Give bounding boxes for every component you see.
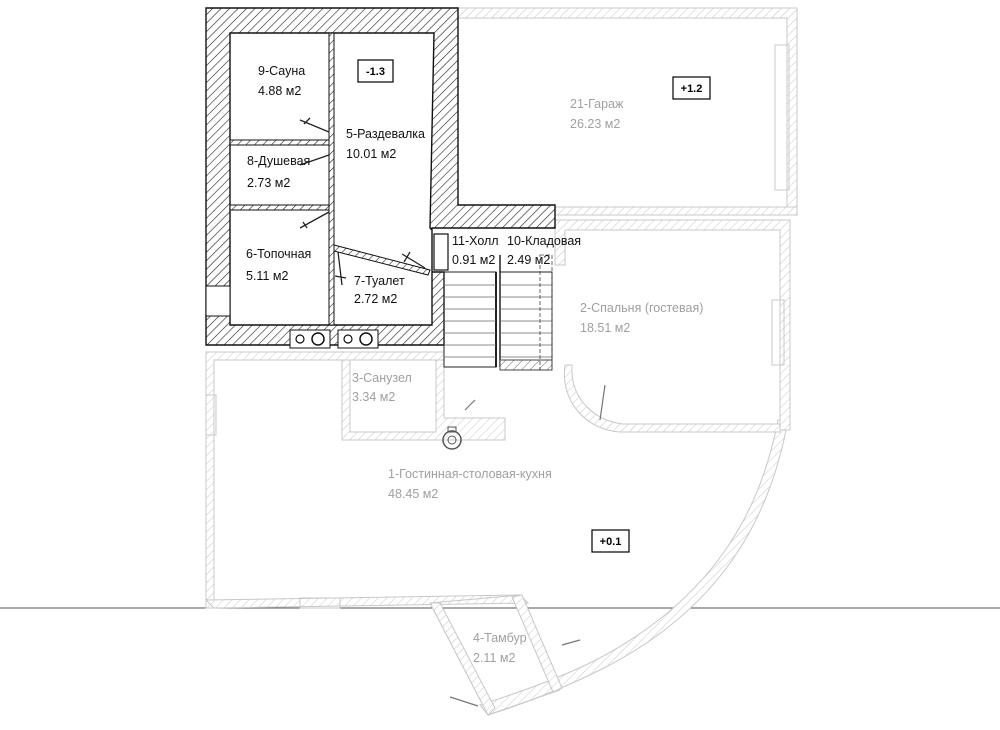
partition-dush-topochnaya (229, 204, 330, 211)
svg-text:48.45 м2: 48.45 м2 (388, 487, 438, 501)
level-mark-minus13: -1.3 (357, 59, 394, 83)
lower-floor (205, 7, 556, 371)
svg-text:6-Топочная: 6-Топочная (246, 247, 311, 261)
tambour-wall-right (511, 594, 563, 693)
topochnaya-door (205, 285, 231, 317)
level-marks: -1.3 +1.2 +0.1 (357, 59, 711, 553)
svg-text:11-Холл: 11-Холл (452, 234, 499, 248)
sink-icon (442, 426, 462, 450)
room-label-tualet: 7-Туалет 2.72 м2 (354, 274, 405, 306)
hall-window-bottom (299, 597, 341, 609)
svg-text:+0.1: +0.1 (600, 536, 622, 548)
svg-text:5-Раздевалка: 5-Раздевалка (346, 127, 425, 141)
room-label-sanuzel: 3-Санузел 3.34 м2 (352, 371, 412, 404)
level-mark-plus01: +0.1 (591, 529, 630, 553)
bedroom-walls (554, 219, 791, 431)
hall-window-left (205, 394, 217, 436)
svg-text:2.73 м2: 2.73 м2 (247, 176, 290, 190)
room-label-garazh: 21-Гараж 26.23 м2 (570, 97, 624, 131)
svg-text:10-Кладовая: 10-Кладовая (507, 234, 581, 248)
door-swings (299, 117, 426, 286)
bedroom-window (771, 299, 785, 366)
holl-wall (433, 233, 449, 271)
staircase (443, 254, 553, 371)
svg-text:4.88 м2: 4.88 м2 (258, 84, 301, 98)
svg-text:26.23 м2: 26.23 м2 (570, 117, 620, 131)
tambour-wall-left (429, 602, 496, 716)
svg-text:21-Гараж: 21-Гараж (570, 97, 624, 111)
svg-text:3-Санузел: 3-Санузел (352, 371, 412, 385)
svg-text:1-Гостинная-столовая-кухня: 1-Гостинная-столовая-кухня (388, 467, 552, 481)
boiler-fixtures (289, 329, 379, 349)
svg-text:10.01 м2: 10.01 м2 (346, 147, 396, 161)
svg-text:2-Спальня (гостевая): 2-Спальня (гостевая) (580, 301, 703, 315)
svg-text:3.34 м2: 3.34 м2 (352, 390, 395, 404)
partition-sauna-dush (229, 139, 330, 146)
curved-outer-wall (479, 419, 789, 716)
svg-text:+1.2: +1.2 (681, 83, 703, 95)
room-label-tambur: 4-Тамбур 2.11 м2 (473, 631, 527, 665)
svg-text:7-Туалет: 7-Туалет (354, 274, 405, 288)
room-labels: 9-Сауна 4.88 м2 8-Душевая 2.73 м2 6-Топо… (246, 64, 703, 665)
garage-bottom-wall (554, 206, 798, 216)
partition-toilet (333, 244, 431, 276)
svg-text:-1.3: -1.3 (366, 66, 385, 78)
svg-text:2.49 м2: 2.49 м2 (507, 253, 550, 267)
svg-text:8-Душевая: 8-Душевая (247, 154, 310, 168)
garage-gate (774, 44, 790, 191)
svg-text:4-Тамбур: 4-Тамбур (473, 631, 527, 645)
svg-text:0.91 м2: 0.91 м2 (452, 253, 495, 267)
svg-text:2.11 м2: 2.11 м2 (473, 651, 515, 665)
partition-vertical (328, 32, 335, 326)
room-label-topochnaya: 6-Топочная 5.11 м2 (246, 247, 311, 283)
svg-text:18.51 м2: 18.51 м2 (580, 321, 630, 335)
level-mark-plus12: +1.2 (672, 76, 711, 100)
room-label-dush: 8-Душевая 2.73 м2 (247, 154, 310, 190)
faded-door-swings (449, 384, 606, 707)
room-label-kladovaya: 10-Кладовая 2.49 м2 (507, 234, 581, 267)
svg-text:2.72 м2: 2.72 м2 (354, 292, 397, 306)
room-label-razdevalka: 5-Раздевалка 10.01 м2 (346, 127, 425, 161)
svg-text:5.11 м2: 5.11 м2 (246, 269, 288, 283)
garage-walls (457, 7, 798, 213)
room-label-gostinnaya: 1-Гостинная-столовая-кухня 48.45 м2 (388, 467, 552, 501)
room-label-spalnya: 2-Спальня (гостевая) 18.51 м2 (580, 301, 703, 335)
svg-text:9-Сауна: 9-Сауна (258, 64, 305, 78)
bedroom-curved-wall (563, 364, 781, 433)
room-label-holl: 11-Холл 0.91 м2 (452, 234, 499, 267)
hall-bottom-wall (204, 594, 530, 609)
room-label-sauna: 9-Сауна 4.88 м2 (258, 64, 305, 98)
